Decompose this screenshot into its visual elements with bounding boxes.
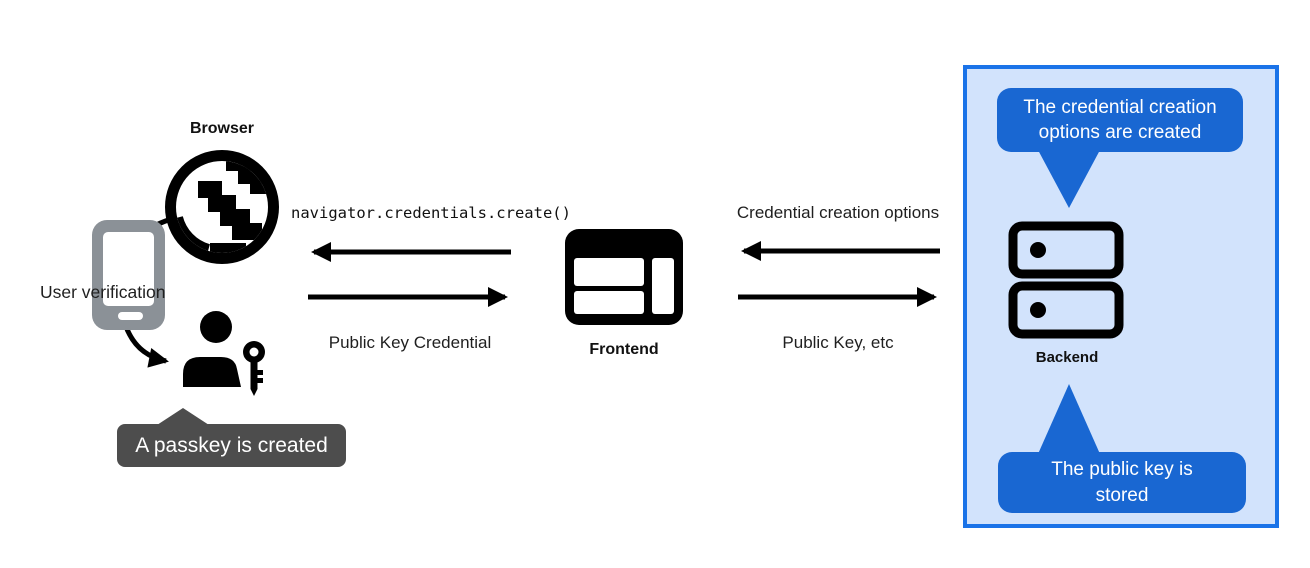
frontend-label: Frontend <box>589 341 659 358</box>
server-stack-icon <box>1008 221 1124 339</box>
passkey-created-text: A passkey is created <box>135 433 328 457</box>
user-verification-label: User verification <box>40 282 166 302</box>
navigator-credentials-create-label: navigator.credentials.create() <box>291 204 571 222</box>
options-created-text: The credential creation options are crea… <box>1023 96 1217 143</box>
smartphone-icon <box>92 220 165 330</box>
public-key-credential-label: Public Key Credential <box>328 333 492 352</box>
options-created-callout: The credential creation options are crea… <box>997 88 1243 152</box>
globe-icon <box>165 150 279 264</box>
credential-creation-options-label: Credential creation options <box>736 203 940 222</box>
browser-window-icon <box>565 229 683 325</box>
public-key-stored-callout: The public key is stored <box>998 452 1246 513</box>
backend-label: Backend <box>1035 349 1099 366</box>
person-with-key-icon <box>183 311 269 397</box>
browser-label: Browser <box>189 120 255 137</box>
passkey-created-callout: A passkey is created <box>117 424 346 467</box>
public-key-etc-label: Public Key, etc <box>782 333 894 352</box>
public-key-stored-text: The public key is stored <box>1051 459 1193 506</box>
